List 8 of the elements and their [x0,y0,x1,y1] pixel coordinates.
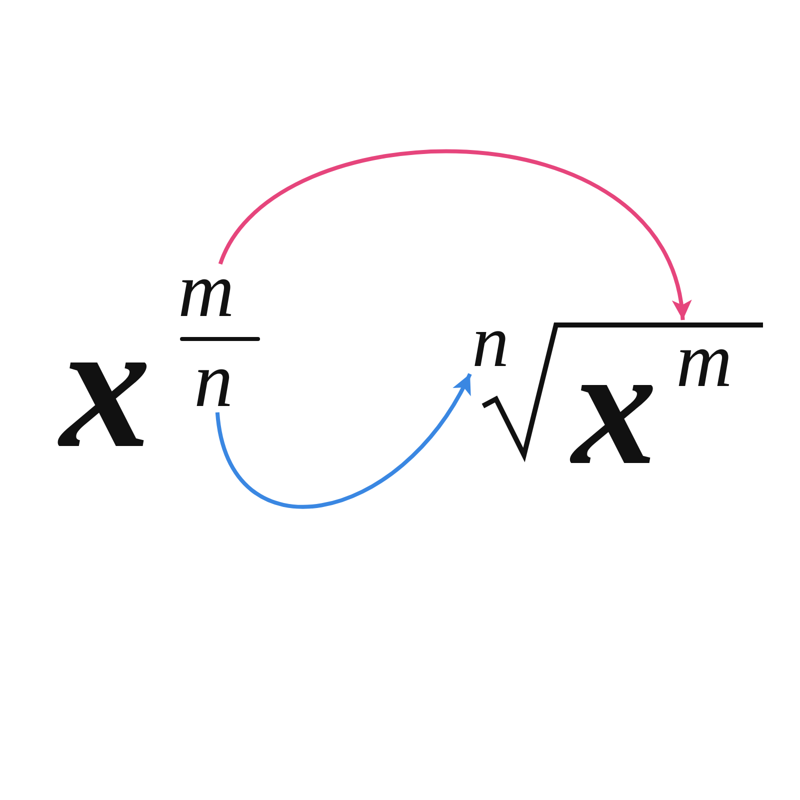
base-variable: x [60,340,151,453]
exponent-numerator: m [178,270,234,318]
arrow [218,150,689,320]
radicand-exponent: m [676,330,732,388]
exponent-denominator: n [194,360,233,408]
base-variable: x [572,364,657,470]
arrow [215,372,472,509]
root-index: n [472,324,509,370]
